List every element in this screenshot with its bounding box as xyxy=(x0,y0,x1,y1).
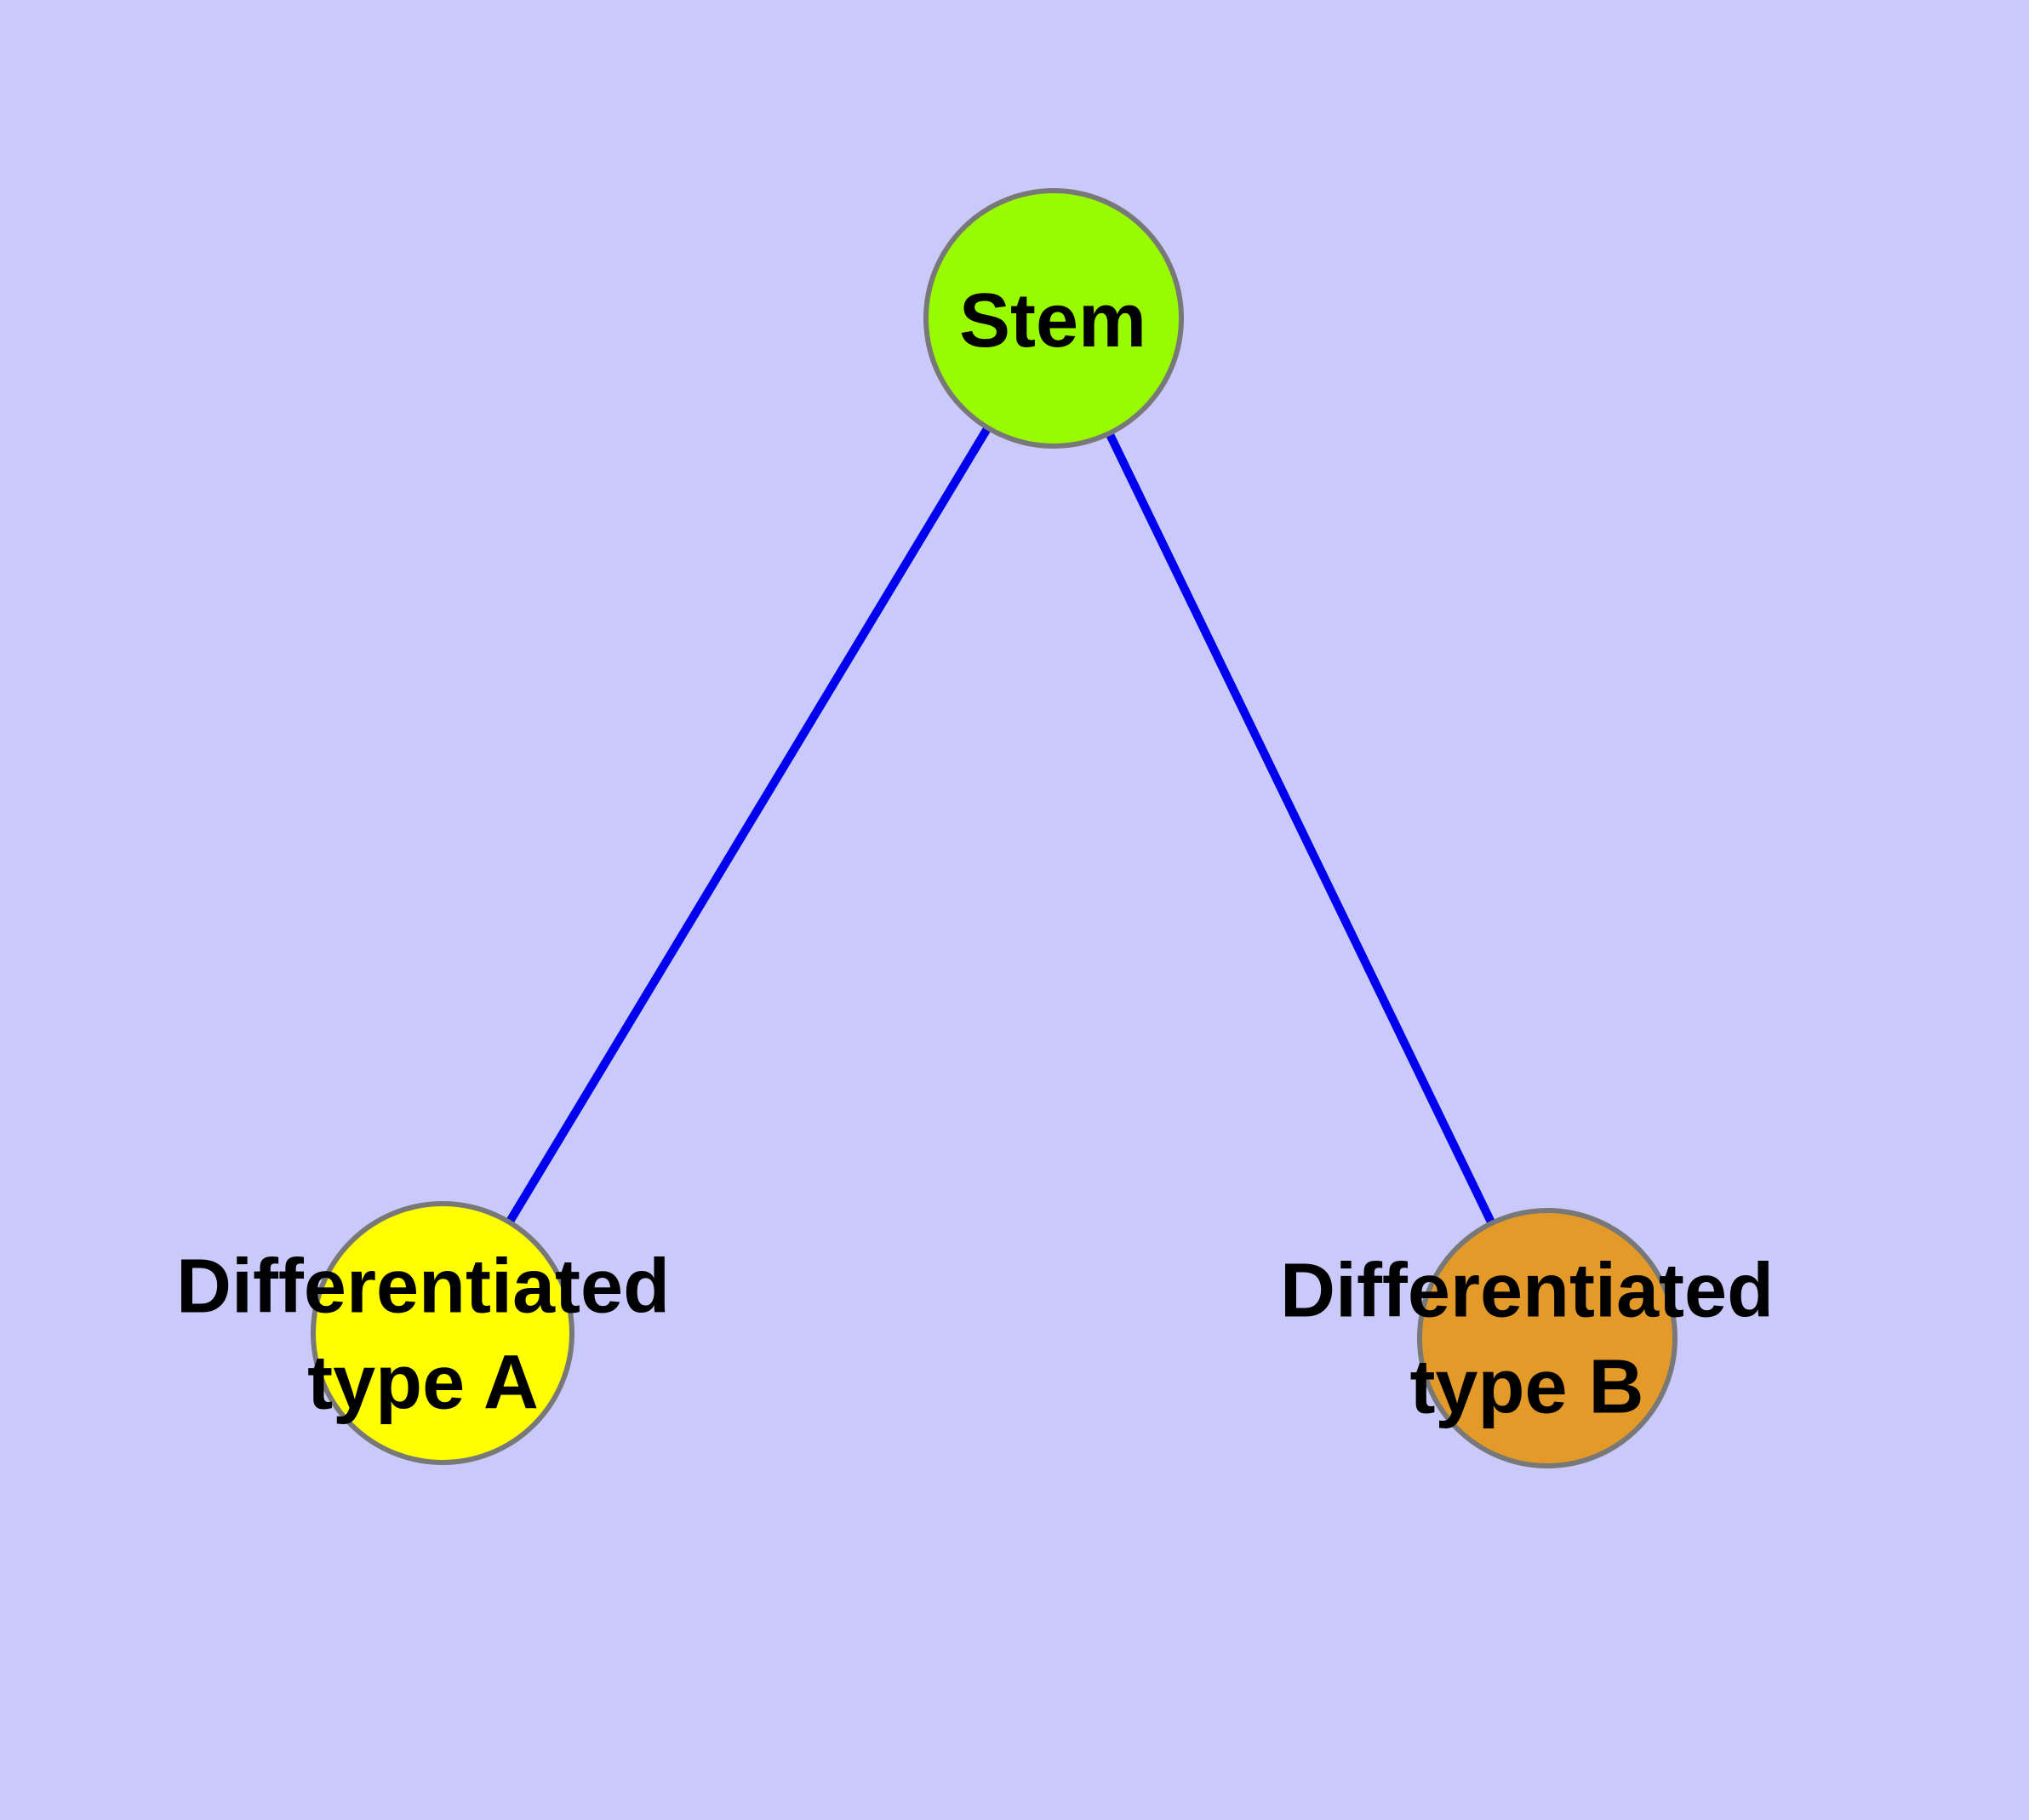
edge-stem-to-type-a[interactable] xyxy=(438,316,1058,1336)
node-differentiated-type-a-circle[interactable] xyxy=(311,1201,574,1465)
edge-stem-to-type-b[interactable] xyxy=(1049,316,1552,1341)
node-differentiated-type-b-circle[interactable] xyxy=(1417,1208,1677,1468)
node-stem-circle[interactable] xyxy=(923,188,1184,449)
